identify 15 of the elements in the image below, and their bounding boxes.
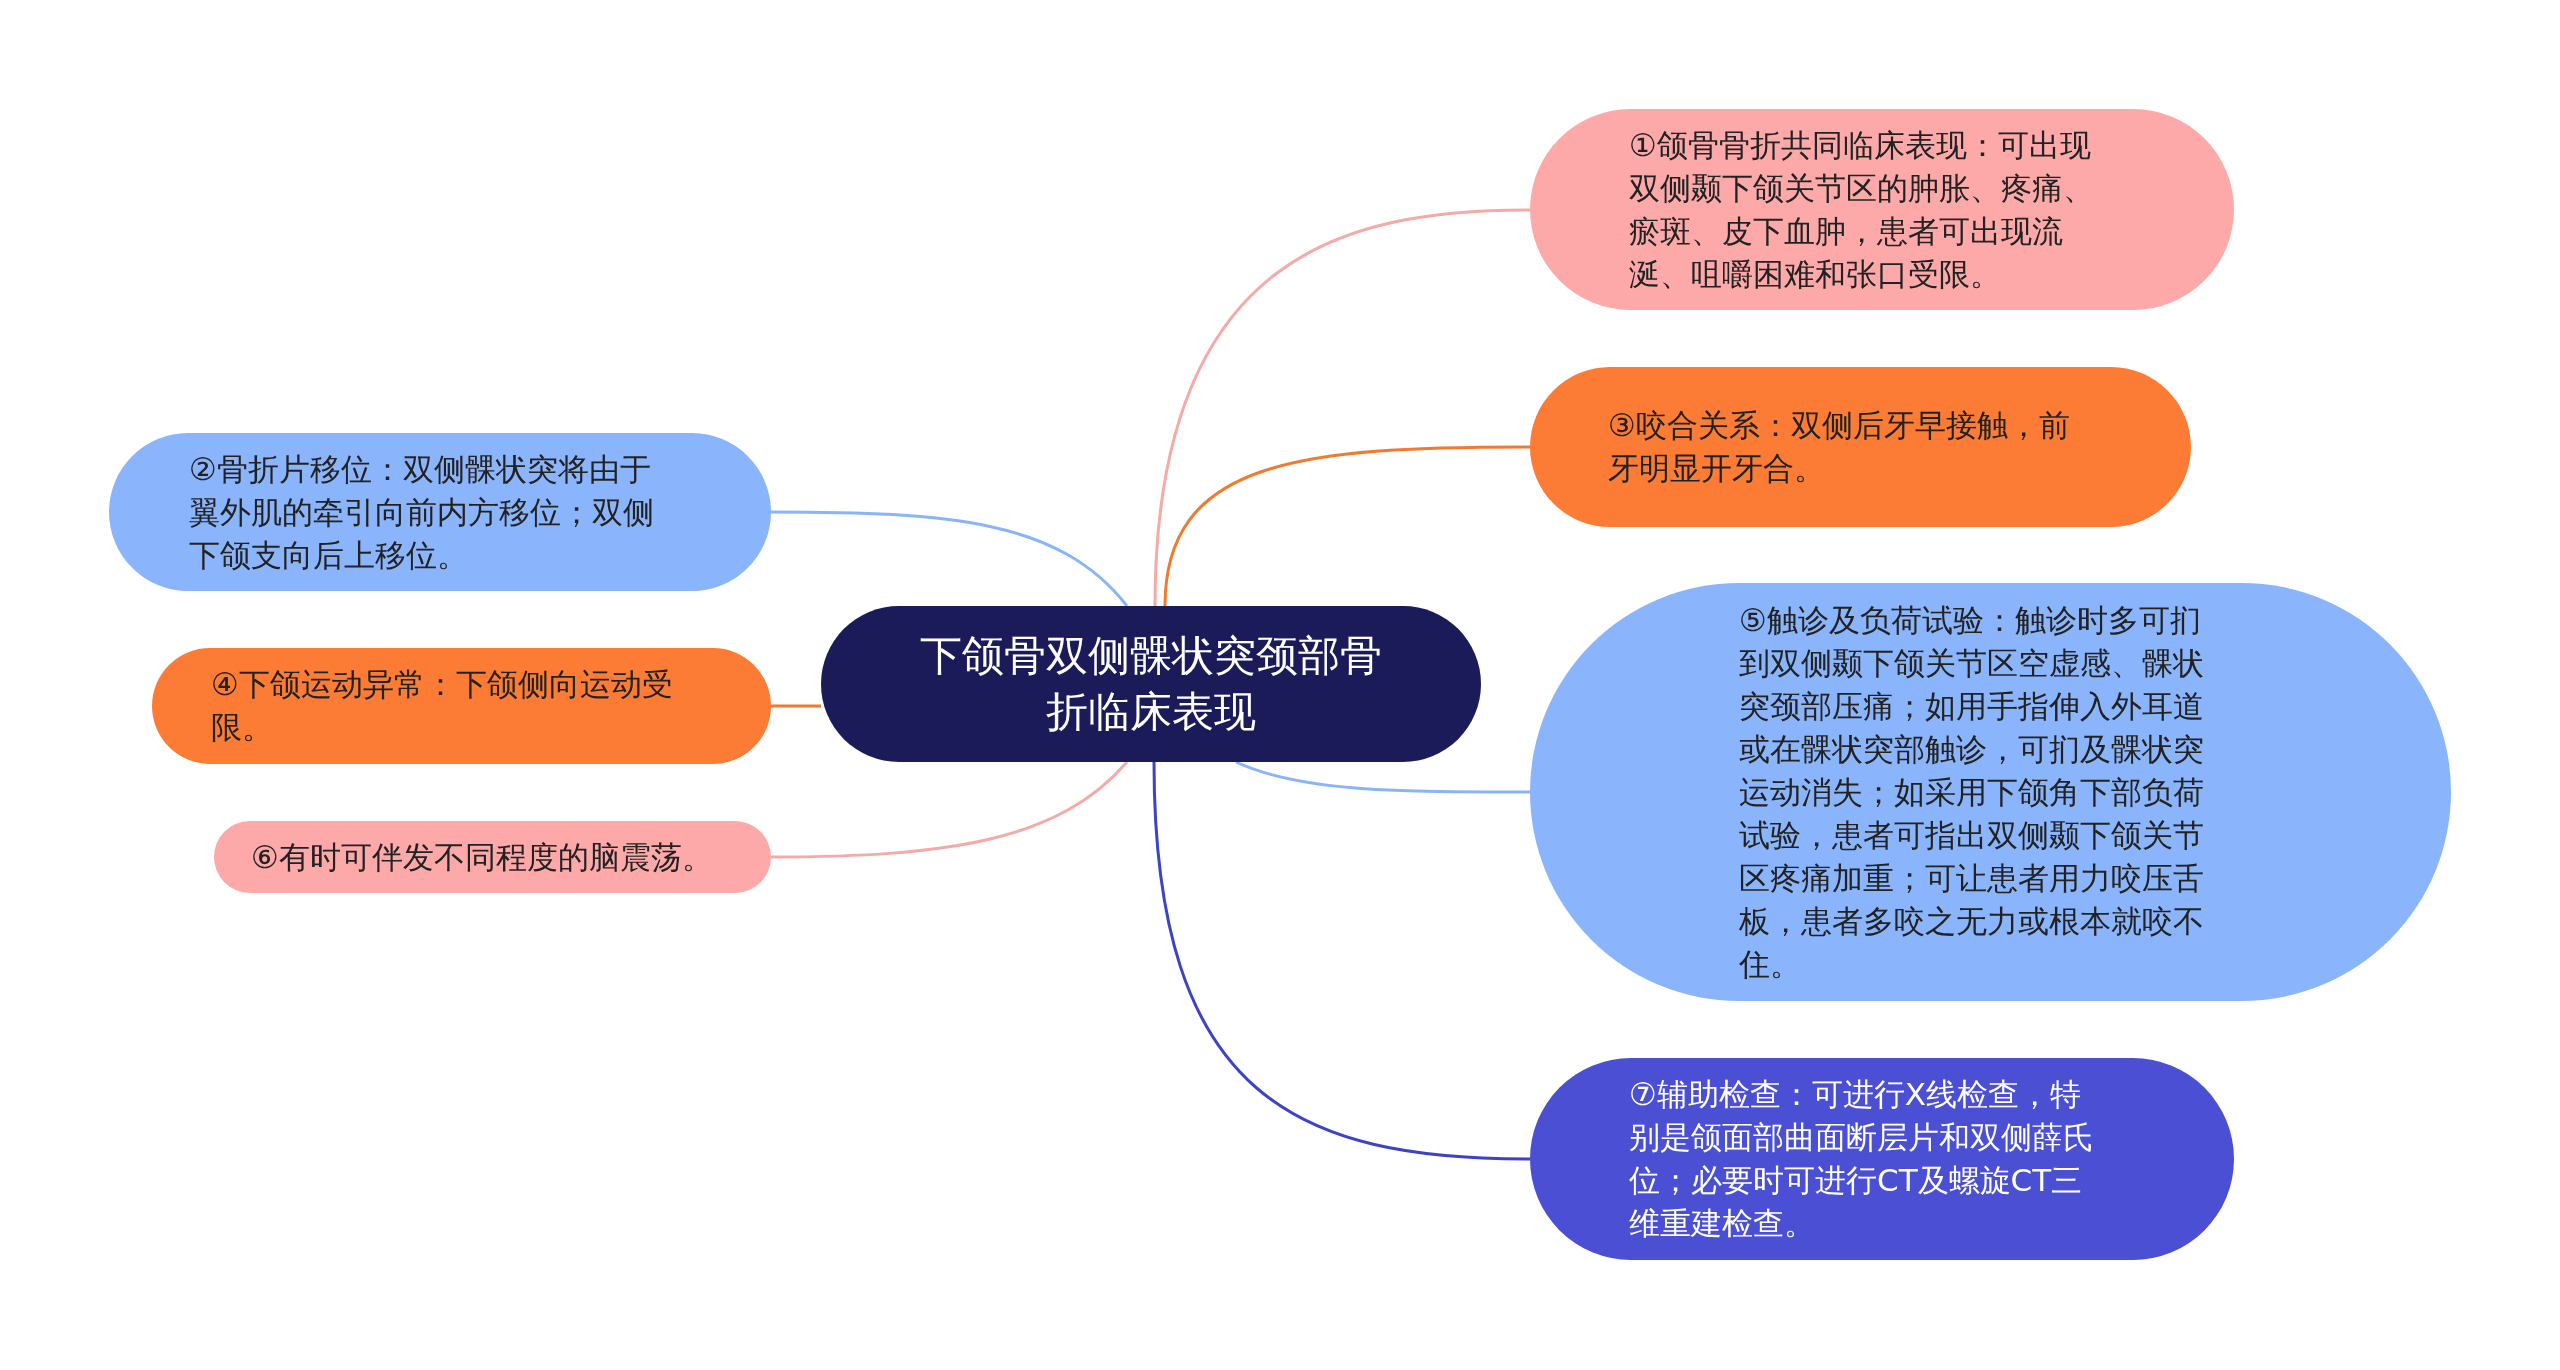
topic-text: ⑤触诊及负荷试验：触诊时多可扪到双侧颞下颌关节区空虚感、髁状突颈部压痛；如用手指伸入外耳道或在髁状突部触诊，可扪及髁状突运动消失；如采用下颌角下部负荷试验，患者可指出双侧颞下颌关节区疼痛加重；可让患者用力咬压舌板，患者多咬之无力或根本就咬不住。 xyxy=(1739,600,2205,984)
connector-line xyxy=(1152,761,1531,1161)
connector-line xyxy=(771,704,821,708)
topic-text: ⑦辅助检查：可进行X线检查，特别是颌面部曲面断层片和双侧薛氏位；必要时可进行CT及螺旋CT三维重建检查。 xyxy=(1629,1075,2095,1243)
topic-text: ④下颌运动异常：下颌侧向运动受限。 xyxy=(211,665,674,747)
topic-text: ②骨折片移位：双侧髁状突将由于翼外肌的牵引向前内方移位；双侧下颌支向后上移位。 xyxy=(189,449,655,575)
topic-text: ③咬合关系：双侧后牙早接触，前牙明显开牙合。 xyxy=(1608,406,2071,488)
connector-line xyxy=(1153,208,1531,607)
connector-line xyxy=(771,760,1129,859)
connector-line xyxy=(1235,760,1530,794)
topic-text: ⑥有时可伴发不同程度的脑震荡。 xyxy=(251,837,714,877)
topic-text: ①颌骨骨折共同临床表现：可出现双侧颞下颌关节区的肿胀、疼痛、瘀斑、皮下血肿，患者可出现流涎、咀嚼困难和张口受限。 xyxy=(1629,125,2095,294)
connector-line xyxy=(1163,445,1530,607)
topic-title: 下颌骨双侧髁状突颈部骨折临床表现 xyxy=(919,630,1383,738)
connector-line xyxy=(771,510,1129,607)
